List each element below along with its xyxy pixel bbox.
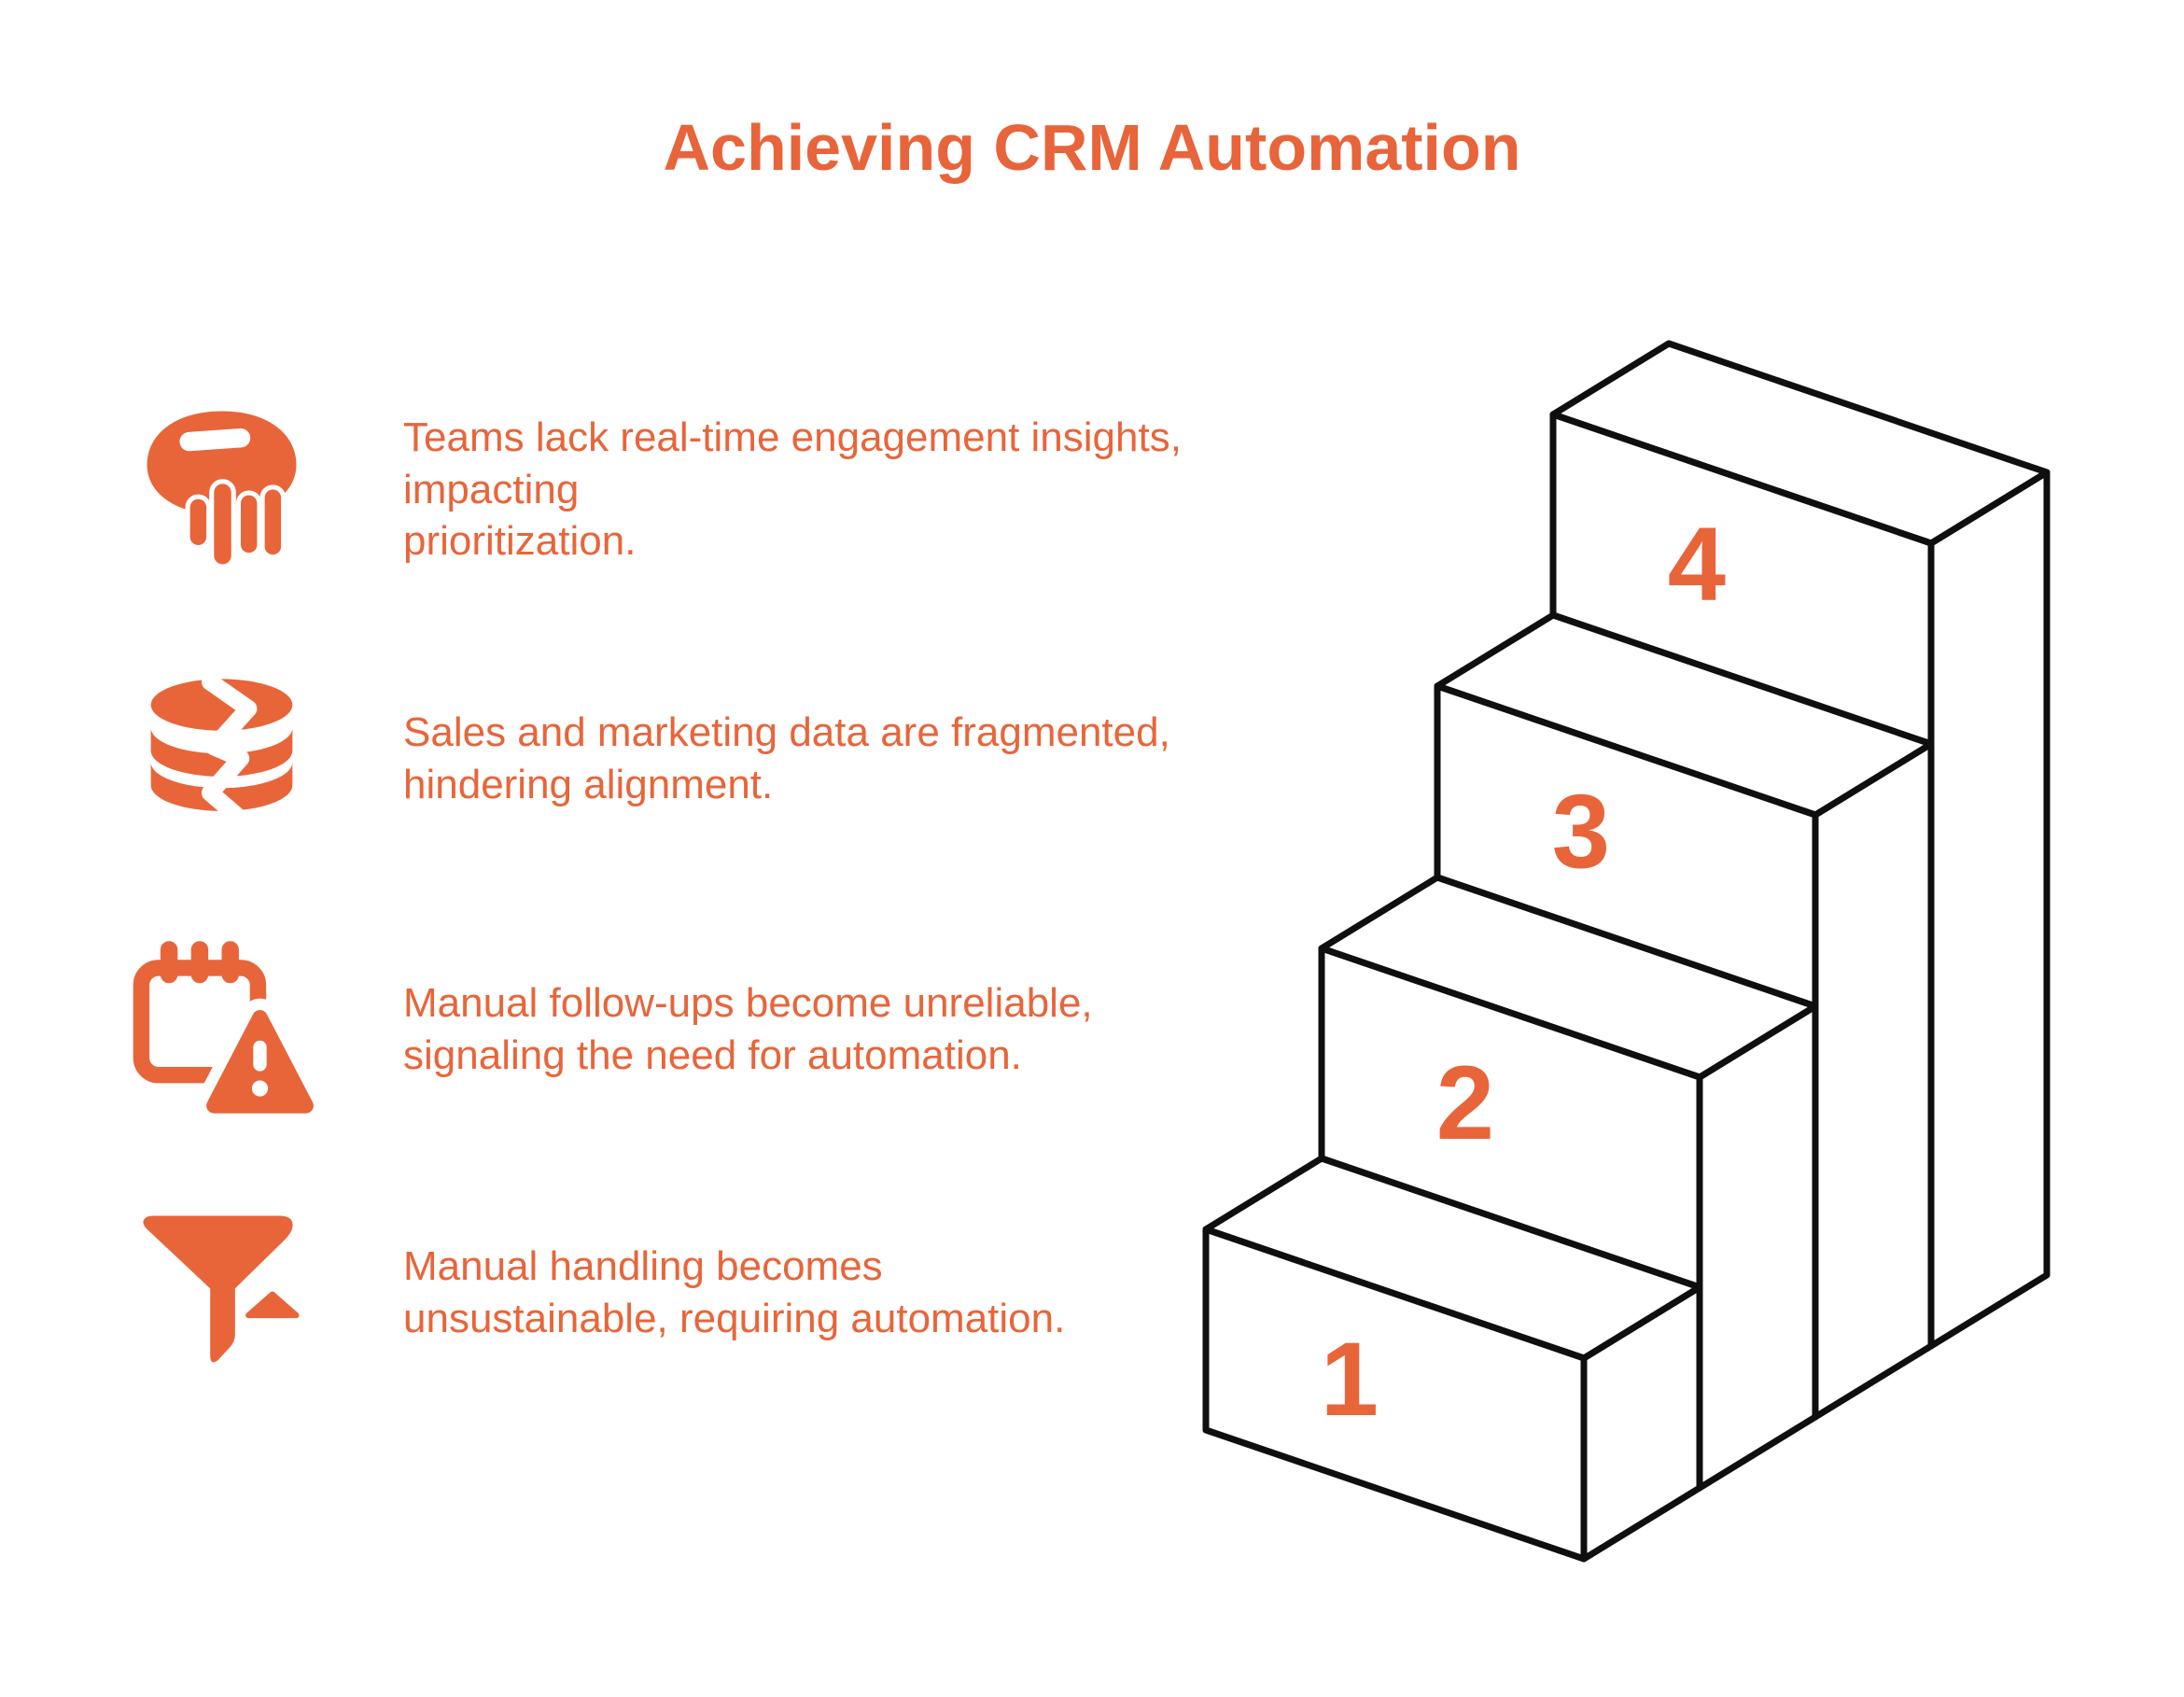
step-number: 2 [1436,1045,1494,1161]
list-item: Sales and marketing data are fragmented,… [126,663,1339,854]
fragmented-database-icon [126,663,317,854]
item-text: Teams lack real-time engagement insights… [403,414,1182,565]
step-2-side-face [1696,1003,1819,1492]
step-number: 3 [1552,773,1610,890]
engagement-insights-icon [126,394,317,585]
step-number: 4 [1668,506,1726,623]
calendar-warning-icon [126,933,317,1125]
item-text: Sales and marketing data are fragmented,… [403,708,1170,807]
step-3-side-face [1812,740,1935,1421]
list-item: Manual follow-ups become unreliable, sig… [126,933,1339,1125]
item-text: Manual handling becomes unsustainable, r… [403,1242,1066,1341]
step-number: 1 [1321,1321,1379,1438]
step-4-side-face [1927,469,2051,1350]
item-text: Manual follow-ups become unreliable, sig… [403,979,1093,1078]
list-item: Teams lack real-time engagement insights… [126,394,1339,585]
list-item: Manual handling becomes unsustainable, r… [126,1197,1339,1388]
step-1-front-face [1202,1226,1588,1563]
filter-funnel-icon [126,1197,317,1388]
page-title: Achieving CRM Automation [663,111,1521,184]
